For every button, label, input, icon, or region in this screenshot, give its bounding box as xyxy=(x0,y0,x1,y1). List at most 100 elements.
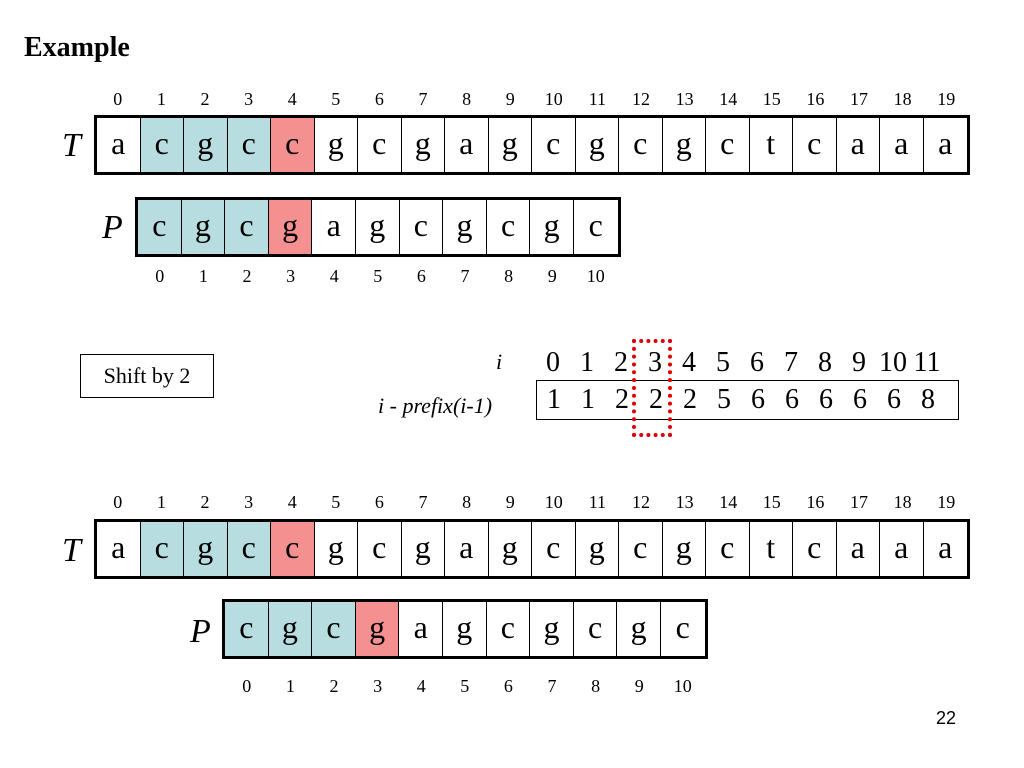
top-text-index: 5 xyxy=(331,89,341,109)
top-text-cell-plain: g xyxy=(401,118,445,172)
top-text-cell-plain: a xyxy=(880,118,924,172)
bottom-pattern-cell-plain: g xyxy=(442,602,487,656)
bottom-text-index: 17 xyxy=(849,492,868,512)
table-i-label: i xyxy=(496,349,503,374)
bottom-text-cell-plain: g xyxy=(401,522,445,576)
top-pattern-cell-match: c xyxy=(225,200,269,254)
table-value-cell: 6 xyxy=(751,384,765,415)
bottom-text-cell-plain: c xyxy=(706,522,750,576)
bottom-text-cell-plain: a xyxy=(836,522,880,576)
table-i-cell: 10 xyxy=(879,347,907,378)
top-pattern-index: 0 xyxy=(155,266,165,286)
table-i-cell: 3 xyxy=(648,347,662,378)
top-text-index: 2 xyxy=(200,89,210,109)
top-text-index: 6 xyxy=(374,89,384,109)
table-i-cell: 6 xyxy=(750,347,764,378)
top-text-index: 0 xyxy=(113,89,123,109)
top-text-cell-plain: g xyxy=(575,118,619,172)
bottom-text-cell-plain: c xyxy=(619,522,663,576)
table-value-cell: 5 xyxy=(717,384,731,415)
bottom-text-index: 16 xyxy=(806,492,825,512)
table-value-cell: 1 xyxy=(581,384,595,415)
top-pattern-index: 5 xyxy=(373,266,383,286)
top-text-label: T xyxy=(62,127,81,164)
top-text-index: 1 xyxy=(156,89,166,109)
table-value-label: i - prefix(i-1) xyxy=(378,393,493,418)
bottom-pattern-index: 8 xyxy=(591,676,601,696)
bottom-pattern-label: P xyxy=(190,613,211,650)
bottom-pattern-index: 1 xyxy=(285,676,295,696)
top-text-index: 10 xyxy=(544,89,563,109)
bottom-pattern-cell-plain: g xyxy=(530,602,574,656)
top-text-cell-match: c xyxy=(227,118,271,172)
top-pattern-cell-mismatch: g xyxy=(268,200,313,254)
bottom-text-index: 18 xyxy=(893,492,912,512)
top-pattern-index: 1 xyxy=(198,266,208,286)
top-text-index: 19 xyxy=(937,89,956,109)
top-pattern-cell-plain: g xyxy=(355,200,400,254)
top-pattern-cell-plain: c xyxy=(399,200,444,254)
top-pattern-label: P xyxy=(102,209,123,246)
table-value-cell: 2 xyxy=(683,384,697,415)
table-value-cell: 2 xyxy=(649,384,663,415)
top-pattern-cell-match: c xyxy=(138,200,182,254)
top-text-cell-plain: a xyxy=(97,118,141,172)
page-number: 22 xyxy=(936,708,957,728)
bottom-text-cell-plain: c xyxy=(358,522,402,576)
bottom-text-index: 9 xyxy=(505,492,515,512)
bottom-text-index: 2 xyxy=(200,492,210,512)
table-i-cell: 1 xyxy=(580,347,594,378)
top-pattern-index: 3 xyxy=(286,266,296,286)
top-text-cell-plain: t xyxy=(749,118,793,172)
top-text-cell-match: c xyxy=(140,118,184,172)
bottom-pattern-index: 10 xyxy=(673,676,692,696)
bottom-text-index: 13 xyxy=(675,492,694,512)
bottom-pattern-cell-plain: c xyxy=(660,602,705,656)
bottom-pattern-cell-match: g xyxy=(268,602,313,656)
top-pattern-index: 2 xyxy=(242,266,252,286)
table-value-cell: 2 xyxy=(615,384,629,415)
bottom-pattern-index: 2 xyxy=(329,676,339,696)
table-i-cell: 7 xyxy=(784,347,798,378)
bottom-pattern-cell-mismatch: g xyxy=(355,602,400,656)
table-value-cell: 6 xyxy=(819,384,833,415)
top-text-cell-plain: c xyxy=(358,118,402,172)
bottom-text-cell-plain: g xyxy=(314,522,358,576)
table-i-cell: 9 xyxy=(852,347,866,378)
top-text-cell-plain: a xyxy=(923,118,967,172)
top-text-cell-plain: c xyxy=(706,118,750,172)
bottom-text-cell-plain: a xyxy=(97,522,141,576)
bottom-text-index: 1 xyxy=(156,492,166,512)
table-i-cell: 5 xyxy=(716,347,730,378)
bottom-pattern-cell-match: c xyxy=(225,602,269,656)
top-text-cell-plain: a xyxy=(836,118,880,172)
top-pattern-cell-plain: g xyxy=(530,200,574,254)
top-pattern-index: 4 xyxy=(329,266,339,286)
bottom-text-index: 14 xyxy=(719,492,738,512)
bottom-text-cell-match: g xyxy=(184,522,228,576)
top-text-index: 14 xyxy=(719,89,738,109)
top-pattern-cell-plain: c xyxy=(486,200,531,254)
top-text-index: 11 xyxy=(588,89,607,109)
top-text-index: 3 xyxy=(244,89,254,109)
bottom-pattern-index: 3 xyxy=(373,676,383,696)
table-i-cell: 11 xyxy=(913,347,941,378)
top-pattern-index: 6 xyxy=(416,266,426,286)
table-value-cell: 1 xyxy=(547,384,561,415)
bottom-text-index: 0 xyxy=(113,492,123,512)
bottom-text-index: 19 xyxy=(937,492,956,512)
top-text-cell-plain: g xyxy=(488,118,532,172)
top-text-index: 12 xyxy=(631,89,650,109)
top-text-cell-plain: c xyxy=(619,118,663,172)
bottom-text-index: 15 xyxy=(762,492,781,512)
bottom-pattern-cell-plain: g xyxy=(617,602,661,656)
top-pattern-cell-plain: g xyxy=(443,200,487,254)
bottom-text-cell-plain: g xyxy=(488,522,532,576)
